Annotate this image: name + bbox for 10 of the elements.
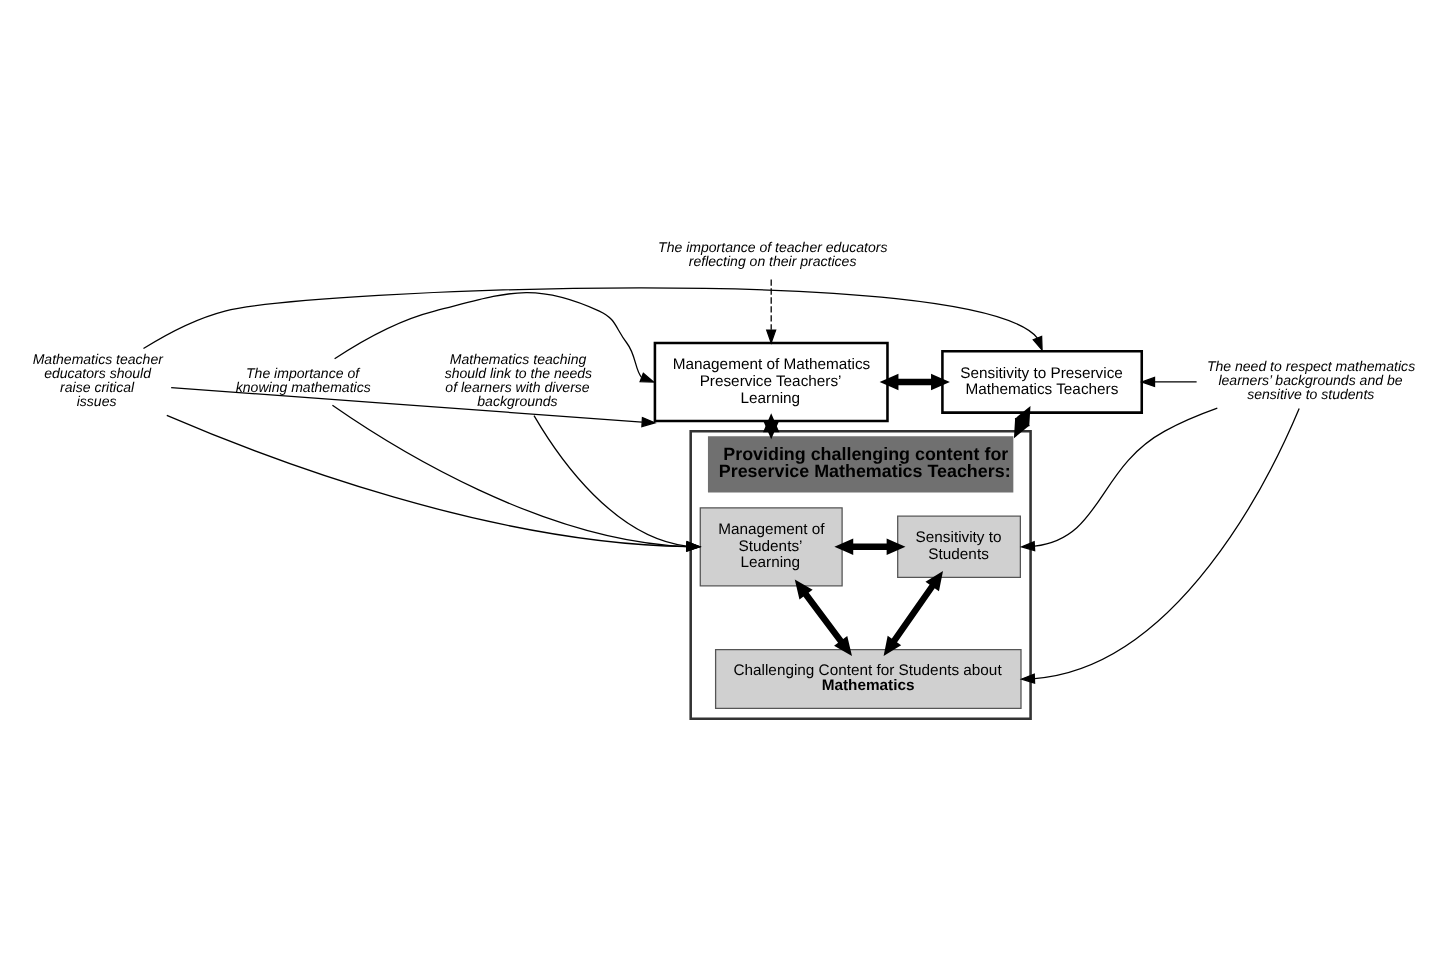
arrow (765, 278, 777, 345)
arrow (834, 538, 906, 556)
arrow (883, 570, 943, 656)
arrow (170, 386, 657, 428)
arrow (142, 287, 1043, 352)
arrow (794, 579, 852, 656)
arrow (879, 373, 950, 391)
arrow (1139, 376, 1198, 388)
arrow (334, 292, 656, 383)
arrow (762, 413, 780, 440)
